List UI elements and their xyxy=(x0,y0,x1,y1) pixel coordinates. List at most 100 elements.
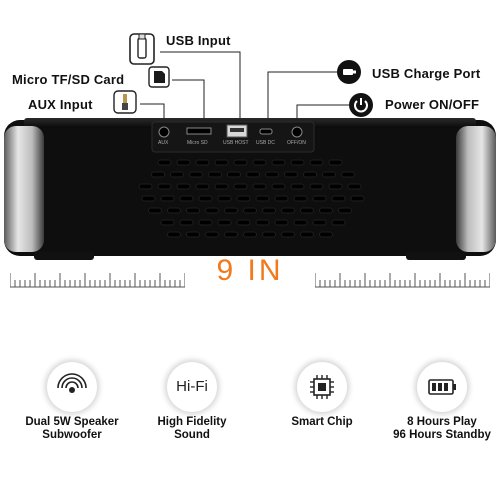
grille-slot xyxy=(309,159,324,166)
grille-slot xyxy=(328,159,343,166)
grille-slot xyxy=(148,207,162,214)
grille-slot xyxy=(195,183,210,190)
port-label-usbhost: USB HOST xyxy=(223,140,249,146)
grille-slot xyxy=(331,195,346,202)
grille-slot xyxy=(319,207,333,214)
feature-battery-circle xyxy=(417,362,467,412)
grille-slot xyxy=(157,159,172,166)
grille-slot xyxy=(246,171,260,178)
grille-slot xyxy=(271,159,286,166)
feature-speaker-circle xyxy=(47,362,97,412)
grille-slot xyxy=(217,195,232,202)
usb-stick-icon xyxy=(128,32,156,66)
grille-slot xyxy=(167,207,181,214)
speaker-waves-icon xyxy=(57,373,87,393)
grille-slot xyxy=(312,219,327,226)
grille-slot xyxy=(262,207,276,214)
grille-slot xyxy=(141,195,156,202)
power-icon xyxy=(349,93,373,117)
grille-slot xyxy=(151,171,165,178)
grille-slot xyxy=(176,183,191,190)
grille-slot xyxy=(176,159,191,166)
sd-card-icon xyxy=(148,66,170,88)
grille-slot xyxy=(281,207,295,214)
grille-slot xyxy=(319,231,333,238)
grille-slot xyxy=(217,219,232,226)
grille-slot xyxy=(208,171,222,178)
grille-slot xyxy=(227,171,241,178)
grille-slot xyxy=(274,219,289,226)
aux-plug-icon xyxy=(113,90,137,114)
grille-slot xyxy=(157,183,172,190)
grille-slot xyxy=(328,183,343,190)
port-label-aux: AUX xyxy=(158,140,169,146)
grille-slot xyxy=(160,195,175,202)
feature-label-chip: Smart Chip xyxy=(262,416,382,429)
grille-slot xyxy=(274,195,289,202)
grille-slot xyxy=(186,207,200,214)
grille-slot xyxy=(233,183,248,190)
feature-hifi-circle-bg: Hi-Fi xyxy=(167,362,217,412)
usb-charge-icon xyxy=(337,60,361,84)
grille-slot xyxy=(300,231,314,238)
grille-slot xyxy=(290,183,305,190)
grille-slot xyxy=(186,231,200,238)
feature-label-speaker: Dual 5W Speaker Subwoofer xyxy=(12,416,132,442)
port-label-usbdc: USB DC xyxy=(256,140,275,146)
grille-slot xyxy=(214,183,229,190)
grille-slot xyxy=(170,171,184,178)
grille-slot xyxy=(189,171,203,178)
feature-battery-line2: 96 Hours Standby xyxy=(393,429,491,441)
feature-speaker-line1: Dual 5W Speaker xyxy=(25,416,119,428)
grille-slot xyxy=(252,159,267,166)
feature-speaker-line2: Subwoofer xyxy=(42,429,102,441)
power-label: Power ON/OFF xyxy=(385,97,480,112)
grille-slot xyxy=(224,207,238,214)
grille-slot xyxy=(179,195,194,202)
ruler-left xyxy=(10,273,185,288)
port-label-microsd: Micro SD xyxy=(187,140,208,146)
feature-label-battery: 8 Hours Play 96 Hours Standby xyxy=(382,416,500,442)
grille-slot xyxy=(341,171,355,178)
chip-icon xyxy=(310,375,334,399)
grille-slot xyxy=(271,183,286,190)
grille-slot xyxy=(284,171,298,178)
usb-input-label: USB Input xyxy=(166,33,231,48)
micro-sd-label: Micro TF/SD Card xyxy=(12,72,125,87)
grille-slot xyxy=(214,159,229,166)
grille-slot xyxy=(300,207,314,214)
grille-slot xyxy=(198,195,213,202)
grille-slot xyxy=(233,159,248,166)
aux-input-label: AUX Input xyxy=(28,97,93,112)
grille-slot xyxy=(290,159,305,166)
grille-slot xyxy=(198,219,213,226)
grille-slot xyxy=(167,231,181,238)
grille-slot xyxy=(293,219,308,226)
feature-label-hifi: High Fidelity Sound xyxy=(132,416,252,442)
grille-slot xyxy=(160,219,175,226)
feature-battery-line1: 8 Hours Play xyxy=(407,416,477,428)
feature-chip-line1: Smart Chip xyxy=(291,416,353,428)
grille-slot xyxy=(265,171,279,178)
battery-icon xyxy=(428,379,456,395)
grille-slot xyxy=(205,207,219,214)
grille-slot xyxy=(309,183,324,190)
grille-slot xyxy=(350,195,365,202)
grille-slot xyxy=(252,183,267,190)
grille-slot xyxy=(138,183,153,190)
feature-chip-circle xyxy=(297,362,347,412)
dimension-label: 9 IN xyxy=(216,254,284,287)
grille-slot xyxy=(312,195,327,202)
grille-slot xyxy=(331,219,346,226)
grille-slot xyxy=(347,183,362,190)
port-label-onoff: OFF/ON xyxy=(287,140,306,146)
speaker-body xyxy=(4,118,496,260)
grille-slot xyxy=(293,195,308,202)
grille-slot xyxy=(281,231,295,238)
ruler-right xyxy=(315,273,490,288)
grille-slot xyxy=(236,219,251,226)
feature-hifi-line1: High Fidelity xyxy=(157,416,227,428)
grille-slot xyxy=(205,231,219,238)
grille-slot xyxy=(236,195,251,202)
grille-slot xyxy=(322,171,336,178)
